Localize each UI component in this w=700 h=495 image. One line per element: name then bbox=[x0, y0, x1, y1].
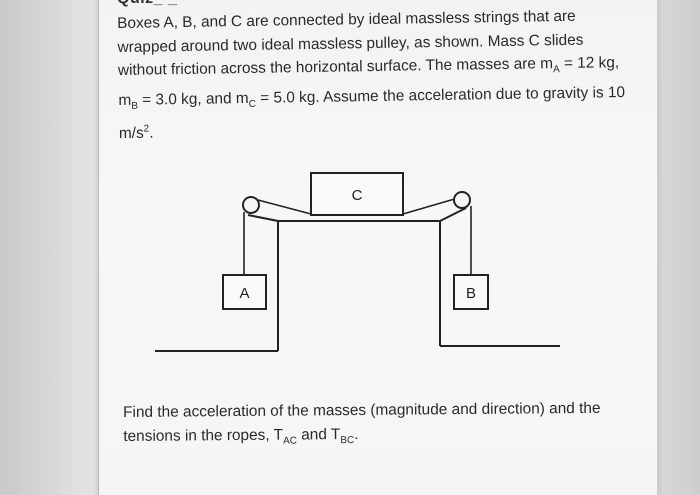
problem-line-3: without friction across the horizontal s… bbox=[117, 55, 554, 79]
right-pulley-icon bbox=[453, 191, 471, 209]
cut-off-title: Quiz_ _ bbox=[117, 0, 177, 8]
problem-line-1: Boxes A, B, and C are connected by ideal… bbox=[117, 7, 576, 32]
box-c-label: C bbox=[352, 187, 363, 204]
left-pulley-bracket bbox=[247, 214, 279, 222]
box-c bbox=[310, 172, 404, 216]
question-text: Find the acceleration of the masses (mag… bbox=[123, 397, 623, 454]
problem-line-2: wrapped around two ideal massless pulley… bbox=[117, 31, 584, 56]
gravity-unit-period: . bbox=[149, 124, 154, 142]
mass-a-value: = 12 kg, bbox=[559, 54, 620, 73]
mass-b-symbol: m bbox=[118, 91, 132, 109]
question-line-1: Find the acceleration of the masses (mag… bbox=[123, 399, 601, 421]
pulley-diagram: C A B bbox=[155, 172, 560, 352]
mass-b-value: = 3.0 kg, and m bbox=[137, 89, 249, 109]
gravity-unit: m/s bbox=[118, 124, 144, 143]
tension-ac-subscript: AC bbox=[283, 435, 298, 447]
left-pulley-icon bbox=[242, 196, 260, 214]
right-pulley-bracket bbox=[439, 207, 467, 222]
tension-bc-subscript: BC bbox=[340, 434, 355, 446]
question-card: Quiz_ _ Boxes A, B, and C are connected … bbox=[98, 0, 658, 495]
string-left-to-c bbox=[257, 199, 312, 215]
problem-statement: Boxes A, B, and C are connected by ideal… bbox=[117, 4, 644, 146]
box-b bbox=[453, 274, 489, 310]
question-period: . bbox=[354, 425, 359, 443]
box-b-label: B bbox=[466, 285, 476, 302]
string-right-to-c bbox=[402, 197, 459, 215]
box-a-label: A bbox=[239, 285, 249, 302]
question-and: and T bbox=[296, 425, 341, 443]
question-line-2: tensions in the ropes, T bbox=[123, 426, 284, 445]
mass-c-value: = 5.0 kg. Assume the acceleration due to… bbox=[255, 83, 626, 107]
box-a bbox=[222, 274, 267, 310]
